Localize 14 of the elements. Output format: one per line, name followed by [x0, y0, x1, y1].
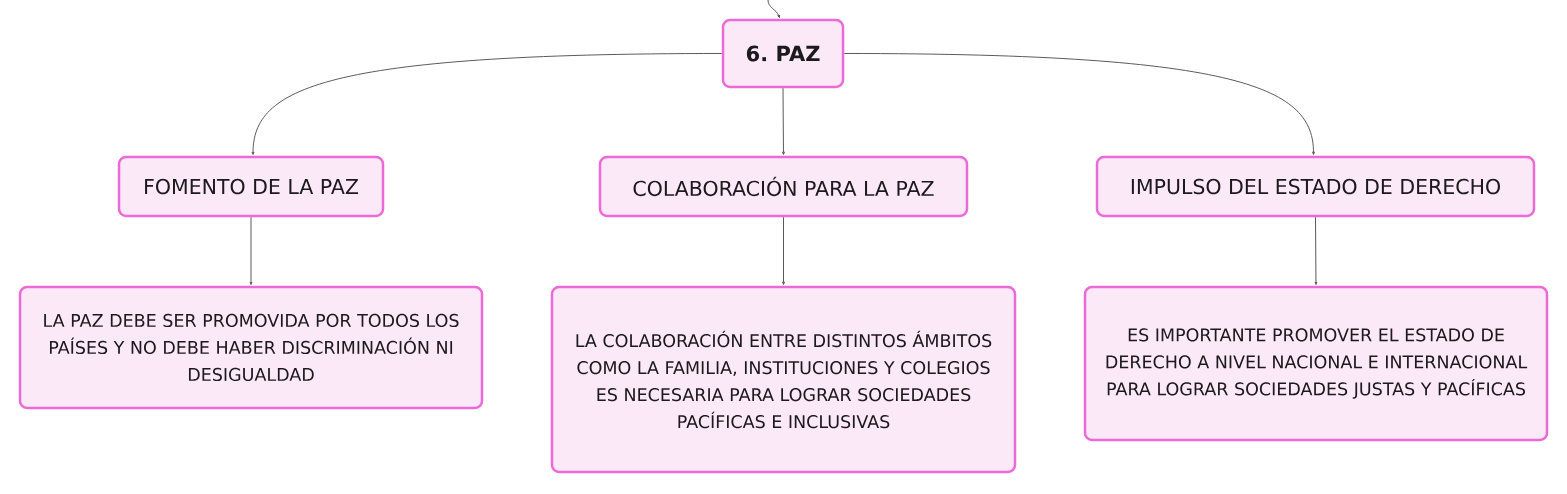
connector-arrow [782, 87, 785, 155]
connector-arrow [251, 53, 723, 155]
central-topic-box: 6. PAZ [721, 18, 845, 89]
subtopic-box: FOMENTO DE LA PAZ [117, 155, 385, 218]
description-box: LA PAZ DEBE SER PROMOVIDA POR TODOS LOS PAÍSES Y NO DEBE HABER DISCRIMINACIÓN NI DESIGUALDAD [18, 285, 484, 410]
subtopic-box: IMPULSO DEL ESTADO DE DERECHO [1095, 155, 1536, 218]
connector-arrow [249, 216, 253, 286]
connector-arrow [1314, 216, 1318, 286]
description-box: ES IMPORTANTE PROMOVER EL ESTADO DE DERECHO A NIVEL NACIONAL E INTERNACIONAL PARA LOGRAR SOCIEDADES JUSTAS Y PACÍFICAS [1083, 285, 1549, 442]
connector-arrow [782, 216, 785, 286]
description-box: LA COLABORACIÓN ENTRE DISTINTOS ÁMBITOS COMO LA FAMILIA, INSTITUCIONES Y COLEGIOS ES NECESARIA PARA LOGRAR SOCIEDADES PACÍFICAS E INCLUSIVAS [550, 285, 1017, 474]
subtopic-box: COLABORACIÓN PARA LA PAZ [598, 155, 969, 218]
connector-arrow [767, 0, 780, 19]
connector-arrow [843, 53, 1315, 155]
